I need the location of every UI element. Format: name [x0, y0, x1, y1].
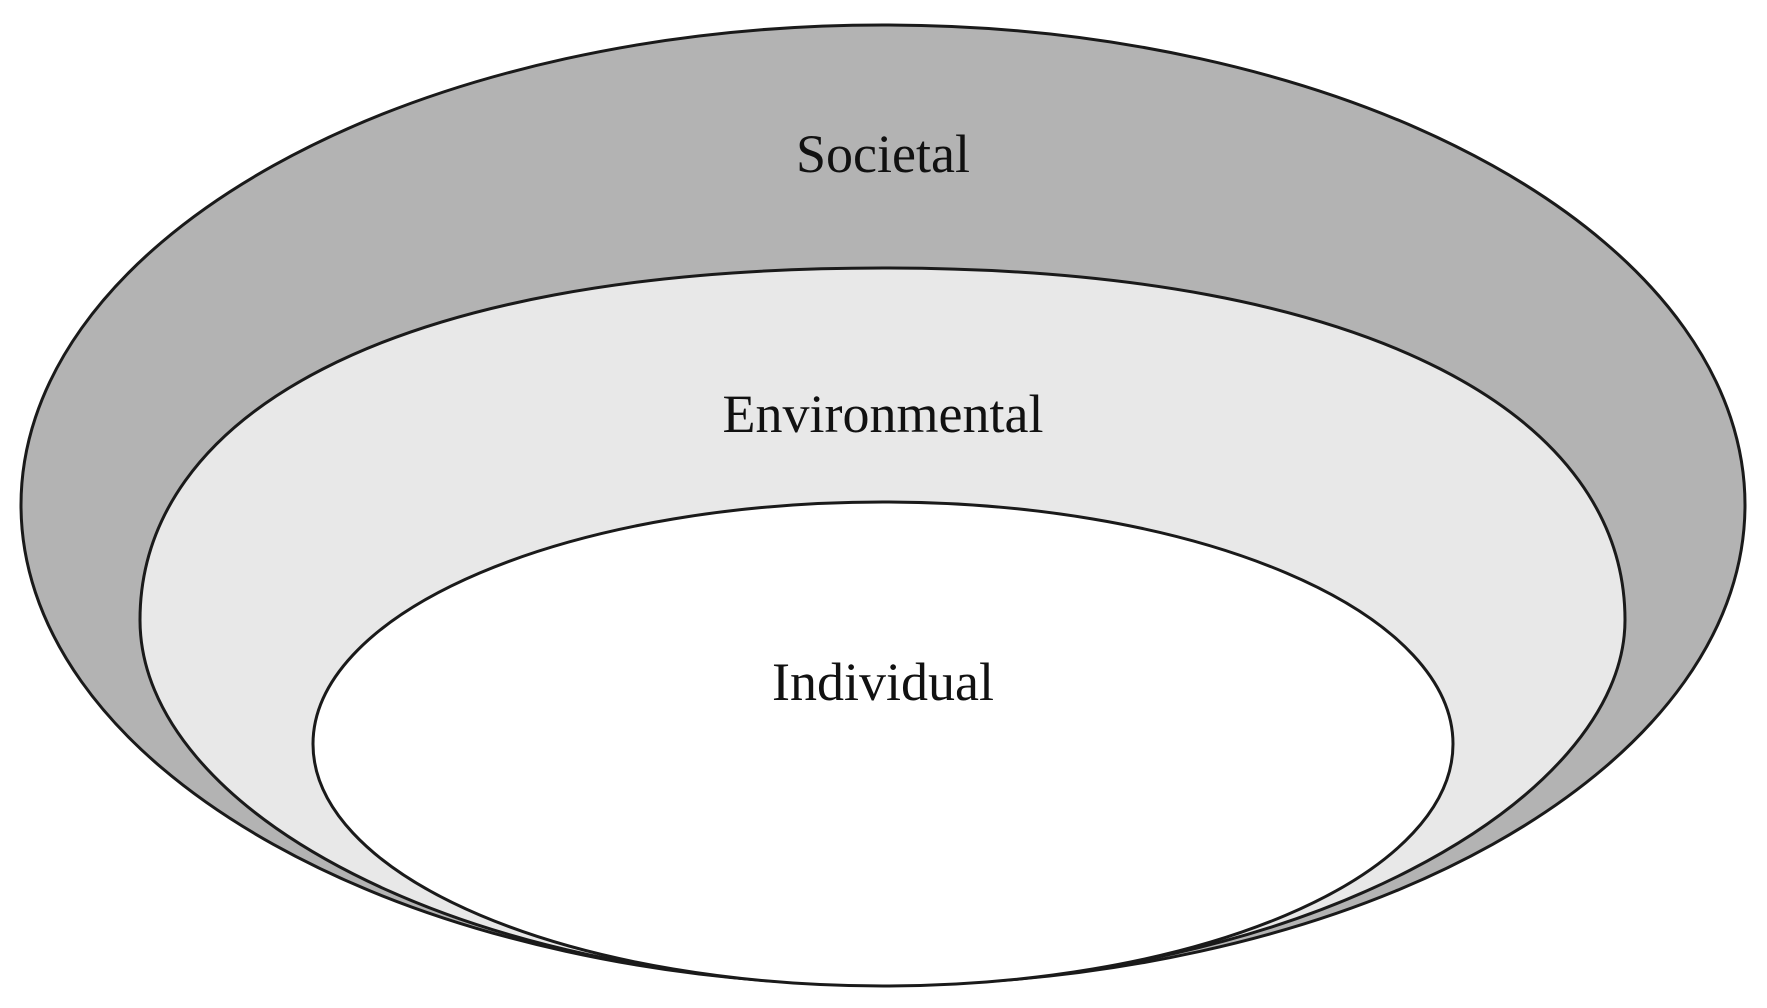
environmental-label: Environmental — [723, 384, 1044, 444]
individual-layer: Individual — [311, 500, 1455, 988]
individual-core — [311, 500, 1455, 988]
individual-label: Individual — [772, 652, 994, 712]
societal-label: Societal — [796, 124, 970, 184]
